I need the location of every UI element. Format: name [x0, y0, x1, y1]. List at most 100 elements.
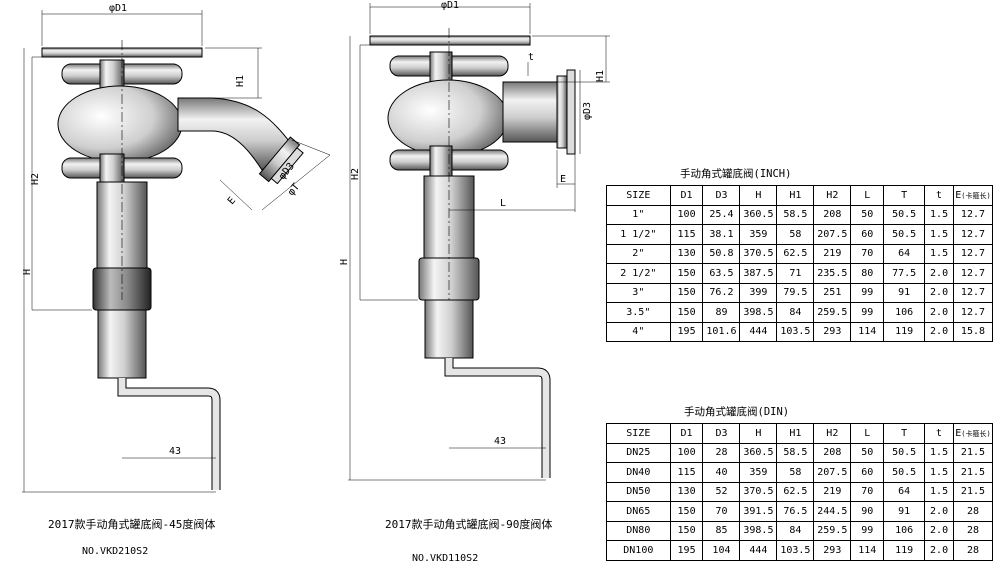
inch-table-cell: 12.7	[952, 224, 994, 245]
inch-table-cell: 150	[669, 263, 704, 284]
inch-table-cell: 106	[883, 302, 926, 323]
din-table-cell: 99	[850, 520, 885, 541]
din-table-cell: 219	[813, 481, 852, 502]
din-table-cell: 195	[669, 540, 704, 561]
col-header-l: L	[850, 185, 885, 206]
inch-table-cell: 12.7	[952, 282, 994, 303]
inch-table-cell: 77.5	[883, 263, 926, 284]
din-table-cell: 130	[669, 481, 704, 502]
inch-table-cell: 12.7	[952, 302, 994, 323]
inch-table-cell: 150	[669, 302, 704, 323]
din-table-cell: 244.5	[813, 501, 852, 522]
inch-table-cell: 370.5	[739, 243, 778, 264]
din-table-cell: 106	[883, 520, 926, 541]
inch-table-cell: 259.5	[813, 302, 852, 323]
din-table-cell: 150	[669, 520, 704, 541]
din-table-cell: 259.5	[813, 520, 852, 541]
inch-table-cell: 50.5	[883, 224, 926, 245]
inch-table-cell: 84	[776, 302, 815, 323]
col-header-e: E(卡箍长)	[952, 185, 994, 206]
din-table-cell: 52	[702, 481, 741, 502]
din-table-cell: 104	[702, 540, 741, 561]
right-dim-d3: φD3	[582, 102, 593, 120]
din-table-cell: 1.5	[924, 442, 954, 463]
inch-table-cell: 207.5	[813, 224, 852, 245]
right-dim-h1: H1	[595, 70, 606, 82]
inch-table-cell: 119	[883, 321, 926, 342]
left-dim-t: φT	[286, 182, 302, 198]
din-table-cell: 150	[669, 501, 704, 522]
inch-table-cell: 60	[850, 224, 885, 245]
left-dim-d1: φD1	[109, 3, 127, 14]
e-note: (卡箍长)	[961, 429, 991, 438]
din-table-cell: 391.5	[739, 501, 778, 522]
din-table-cell: 28	[702, 442, 741, 463]
din-table-cell: 115	[669, 462, 704, 483]
din-table-cell: 64	[883, 481, 926, 502]
inch-table-cell: 63.5	[702, 263, 741, 284]
inch-table-cell: 50.5	[883, 204, 926, 225]
din-table-cell: 84	[776, 520, 815, 541]
din-table-cell: 85	[702, 520, 741, 541]
inch-table-cell: 360.5	[739, 204, 778, 225]
col-header-d3: D3	[702, 423, 741, 444]
din-table-cell: 21.5	[952, 481, 994, 502]
din-table-cell: 58.5	[776, 442, 815, 463]
din-table-cell: 50	[850, 442, 885, 463]
din-table-cell: 50.5	[883, 462, 926, 483]
inch-table-cell: 2"	[606, 243, 671, 264]
inch-table-cell: 4"	[606, 321, 671, 342]
col-header-size: SIZE	[606, 185, 671, 206]
inch-table-cell: 1 1/2"	[606, 224, 671, 245]
inch-table-cell: 2 1/2"	[606, 263, 671, 284]
din-table-cell: 76.5	[776, 501, 815, 522]
inch-table-cell: 235.5	[813, 263, 852, 284]
inch-table-cell: 2.0	[924, 321, 954, 342]
din-table-cell: 444	[739, 540, 778, 561]
din-table-cell: 1.5	[924, 462, 954, 483]
din-table-cell: 50.5	[883, 442, 926, 463]
col-header-size: SIZE	[606, 423, 671, 444]
inch-table-cell: 12.7	[952, 263, 994, 284]
inch-table-cell: 398.5	[739, 302, 778, 323]
din-table-cell: 2.0	[924, 520, 954, 541]
inch-table-cell: 91	[883, 282, 926, 303]
inch-table-cell: 79.5	[776, 282, 815, 303]
din-header-row: SIZE D1 D3 H H1 H2 L T t E(卡箍长)	[606, 423, 994, 444]
inch-table-cell: 2.0	[924, 263, 954, 284]
din-table-cell: 21.5	[952, 442, 994, 463]
din-table-cell: 293	[813, 540, 852, 561]
col-header-e: E(卡箍长)	[952, 423, 994, 444]
inch-table-cell: 1"	[606, 204, 671, 225]
inch-table-cell: 3"	[606, 282, 671, 303]
inch-table-cell: 15.8	[952, 321, 994, 342]
din-table-cell: 119	[883, 540, 926, 561]
inch-table-cell: 2.0	[924, 282, 954, 303]
inch-table-cell: 114	[850, 321, 885, 342]
col-header-h: H	[739, 185, 778, 206]
right-dim-43: 43	[494, 436, 506, 447]
inch-header-row: SIZE D1 D3 H H1 H2 L T t E(卡箍长)	[606, 185, 994, 206]
din-table-title: 手动角式罐底阀(DIN)	[684, 406, 790, 418]
inch-table-cell: 80	[850, 263, 885, 284]
col-header-d1: D1	[669, 423, 704, 444]
e-note: (卡箍长)	[961, 191, 991, 200]
inch-table-cell: 58.5	[776, 204, 815, 225]
inch-table-cell: 399	[739, 282, 778, 303]
left-dim-43: 43	[169, 446, 181, 457]
inch-table-cell: 150	[669, 282, 704, 303]
inch-table-cell: 100	[669, 204, 704, 225]
e-label: E	[955, 189, 962, 201]
col-header-l: L	[850, 423, 885, 444]
inch-table-cell: 50.8	[702, 243, 741, 264]
right-dim-h2: H2	[350, 168, 361, 180]
din-table-cell: 62.5	[776, 481, 815, 502]
